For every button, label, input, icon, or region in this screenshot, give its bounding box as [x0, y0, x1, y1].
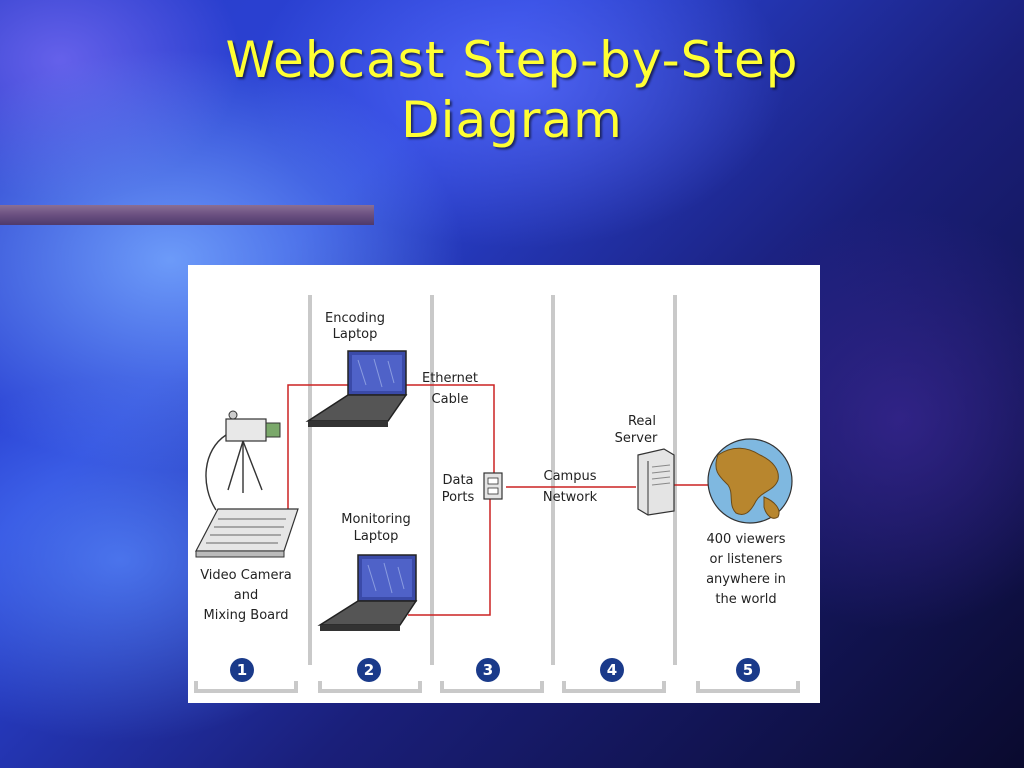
- encoding-laptop-icon: [305, 350, 408, 427]
- video-camera-label-3: Mixing Board: [204, 608, 289, 623]
- step-circle-1: [230, 658, 254, 682]
- video-camera-label-2: and: [234, 588, 258, 603]
- globe-icon: [707, 438, 793, 524]
- slide-title-line-1: Webcast Step-by-Step: [225, 31, 799, 89]
- encoding-laptop-label-1: Encoding: [325, 311, 385, 326]
- diagram-canvas: 1 2 3 4 5 Encoding Laptop Ethernet Cable…: [194, 295, 800, 693]
- video-camera-icon: [205, 410, 281, 511]
- title-divider-bar: [0, 205, 374, 225]
- webcast-diagram: 1 2 3 4 5 Encoding Laptop Ethernet Cable…: [188, 265, 820, 703]
- viewers-label-2: or listeners: [710, 552, 783, 567]
- ethernet-cable-label-2: Cable: [432, 392, 469, 407]
- viewers-label-4: the world: [715, 592, 776, 607]
- step-number-2: 2: [364, 661, 374, 679]
- monitoring-laptop-icon: [317, 554, 418, 631]
- video-camera-label-1: Video Camera: [200, 568, 292, 583]
- ethernet-cable-label-1: Ethernet: [422, 371, 478, 386]
- viewers-label-1: 400 viewers: [707, 532, 786, 547]
- monitoring-laptop-label-1: Monitoring: [341, 512, 411, 527]
- step-brackets: [194, 681, 800, 693]
- campus-network-label-2: Network: [543, 490, 598, 505]
- camera-to-encoding-line: [287, 384, 348, 510]
- data-ports-label-1: Data: [442, 473, 473, 488]
- slide-title: Webcast Step-by-Step Diagram: [0, 30, 1024, 150]
- step-number-5: 5: [743, 661, 753, 679]
- encoding-laptop-label-2: Laptop: [333, 327, 378, 342]
- step-circle-4: [600, 658, 624, 682]
- real-server-label-2: Server: [615, 431, 658, 446]
- step-circle-2: [357, 658, 381, 682]
- step-number-3: 3: [483, 661, 493, 679]
- real-server-label-1: Real: [628, 414, 656, 429]
- slide-title-line-2: Diagram: [401, 91, 623, 149]
- viewers-label-3: anywhere in: [706, 572, 786, 587]
- data-port-icon: [483, 472, 503, 500]
- diagram-labels: Encoding Laptop Ethernet Cable Real Serv…: [200, 311, 786, 623]
- step-circle-3: [476, 658, 500, 682]
- step-numbers: 1 2 3 4 5: [230, 658, 760, 682]
- server-icon: [637, 448, 675, 516]
- monitoring-laptop-line: [408, 490, 491, 616]
- step-number-1: 1: [237, 661, 247, 679]
- ethernet-cable-line: [406, 384, 495, 475]
- step-circle-5: [736, 658, 760, 682]
- monitoring-laptop-label-2: Laptop: [354, 529, 399, 544]
- mixing-board-icon: [195, 508, 299, 558]
- campus-network-label-1: Campus: [544, 469, 597, 484]
- step-number-4: 4: [607, 661, 617, 679]
- connection-lines: [287, 384, 708, 616]
- data-ports-label-2: Ports: [442, 490, 475, 505]
- column-separators: [308, 295, 677, 665]
